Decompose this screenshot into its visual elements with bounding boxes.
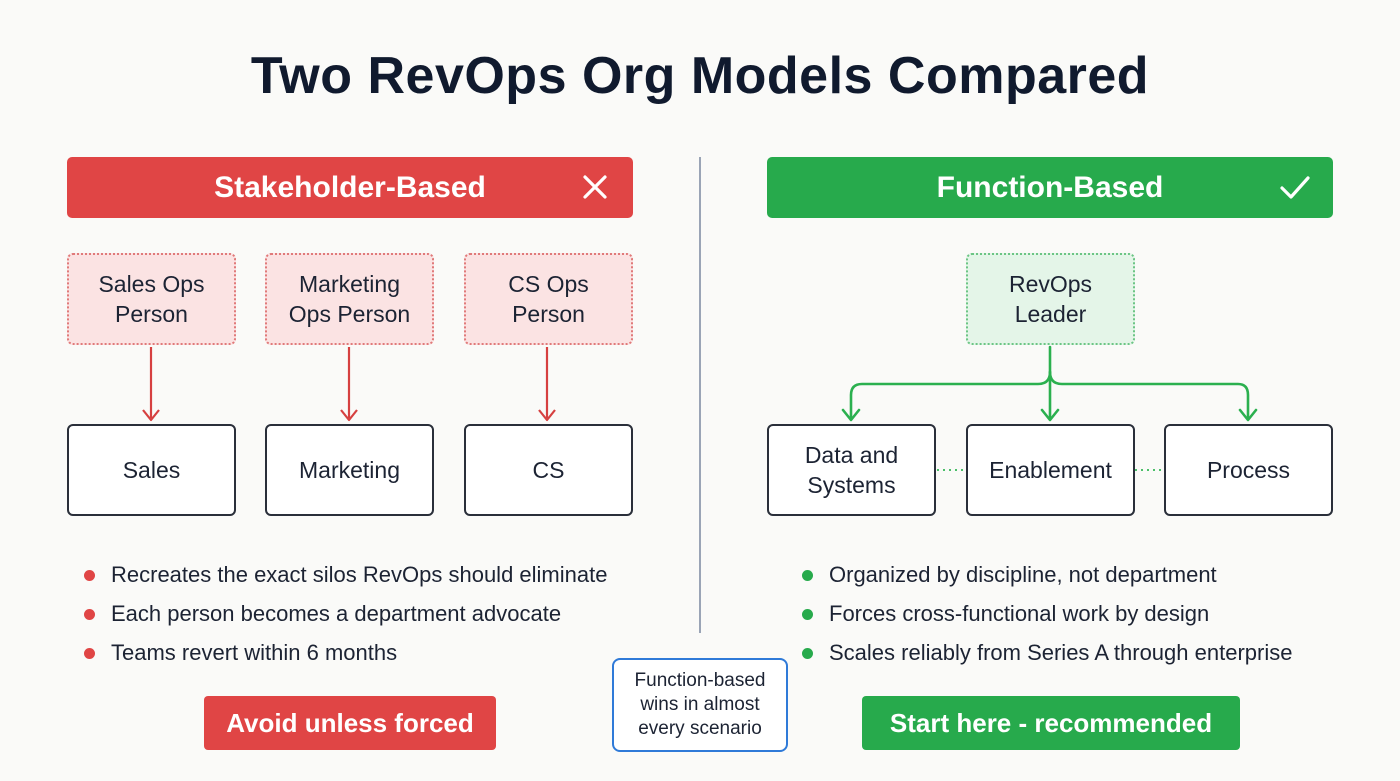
stakeholder-arrows <box>142 347 556 422</box>
bullet-dot <box>802 609 813 620</box>
box-line: Data and <box>804 442 899 468</box>
stakeholder-based-header-label: Stakeholder-Based <box>214 170 486 204</box>
list-item: Scales reliably from Series A through en… <box>802 638 1292 677</box>
bullet-text: Organized by discipline, not department <box>829 562 1217 587</box>
marketing-box: Marketing <box>265 424 434 516</box>
box-line: Leader <box>1014 301 1087 327</box>
list-item: Teams revert within 6 months <box>84 638 607 677</box>
cs-box: CS <box>464 424 633 516</box>
sales-box: Sales <box>67 424 236 516</box>
bullet-text: Each person becomes a department advocat… <box>111 601 562 626</box>
center-divider <box>699 157 701 633</box>
check-icon <box>1280 176 1310 199</box>
bullet-text: Teams revert within 6 months <box>111 640 398 665</box>
bullet-dot <box>802 570 813 581</box>
box-line: Sales Ops <box>98 271 205 297</box>
list-item: Forces cross-functional work by design <box>802 599 1292 638</box>
box-line: CS Ops <box>508 271 589 297</box>
box-line: Systems <box>807 472 896 498</box>
avoid-unless-forced-badge: Avoid unless forced <box>204 696 496 750</box>
function-based-header: Function-Based <box>767 157 1333 218</box>
stakeholder-bullets: Recreates the exact silos RevOps should … <box>84 560 607 677</box>
x-icon <box>583 175 607 199</box>
stakeholder-based-header: Stakeholder-Based <box>67 157 633 218</box>
function-tree <box>841 345 1258 422</box>
bullet-dot <box>84 648 95 659</box>
function-based-header-label: Function-Based <box>936 170 1164 204</box>
process-box: Process <box>1164 424 1333 516</box>
box-line: Person <box>512 301 585 327</box>
bullet-dot <box>84 570 95 581</box>
verdict-callout: Function-based wins in almost every scen… <box>612 658 788 752</box>
box-line: Ops Person <box>288 301 411 327</box>
function-bullets: Organized by discipline, not department … <box>802 560 1292 677</box>
bullet-text: Scales reliably from Series A through en… <box>829 640 1293 665</box>
bullet-dot <box>802 648 813 659</box>
start-here-recommended-badge: Start here - recommended <box>862 696 1240 750</box>
bullet-text: Forces cross-functional work by design <box>829 601 1210 626</box>
enablement-box: Enablement <box>966 424 1135 516</box>
bullet-dot <box>84 609 95 620</box>
box-line: Marketing <box>299 271 400 297</box>
list-item: Organized by discipline, not department <box>802 560 1292 599</box>
list-item: Recreates the exact silos RevOps should … <box>84 560 607 599</box>
box-line: Person <box>115 301 188 327</box>
page-title: Two RevOps Org Models Compared <box>250 47 1150 105</box>
bullet-text: Recreates the exact silos RevOps should … <box>111 562 608 587</box>
box-line: RevOps <box>1008 271 1093 297</box>
list-item: Each person becomes a department advocat… <box>84 599 607 638</box>
